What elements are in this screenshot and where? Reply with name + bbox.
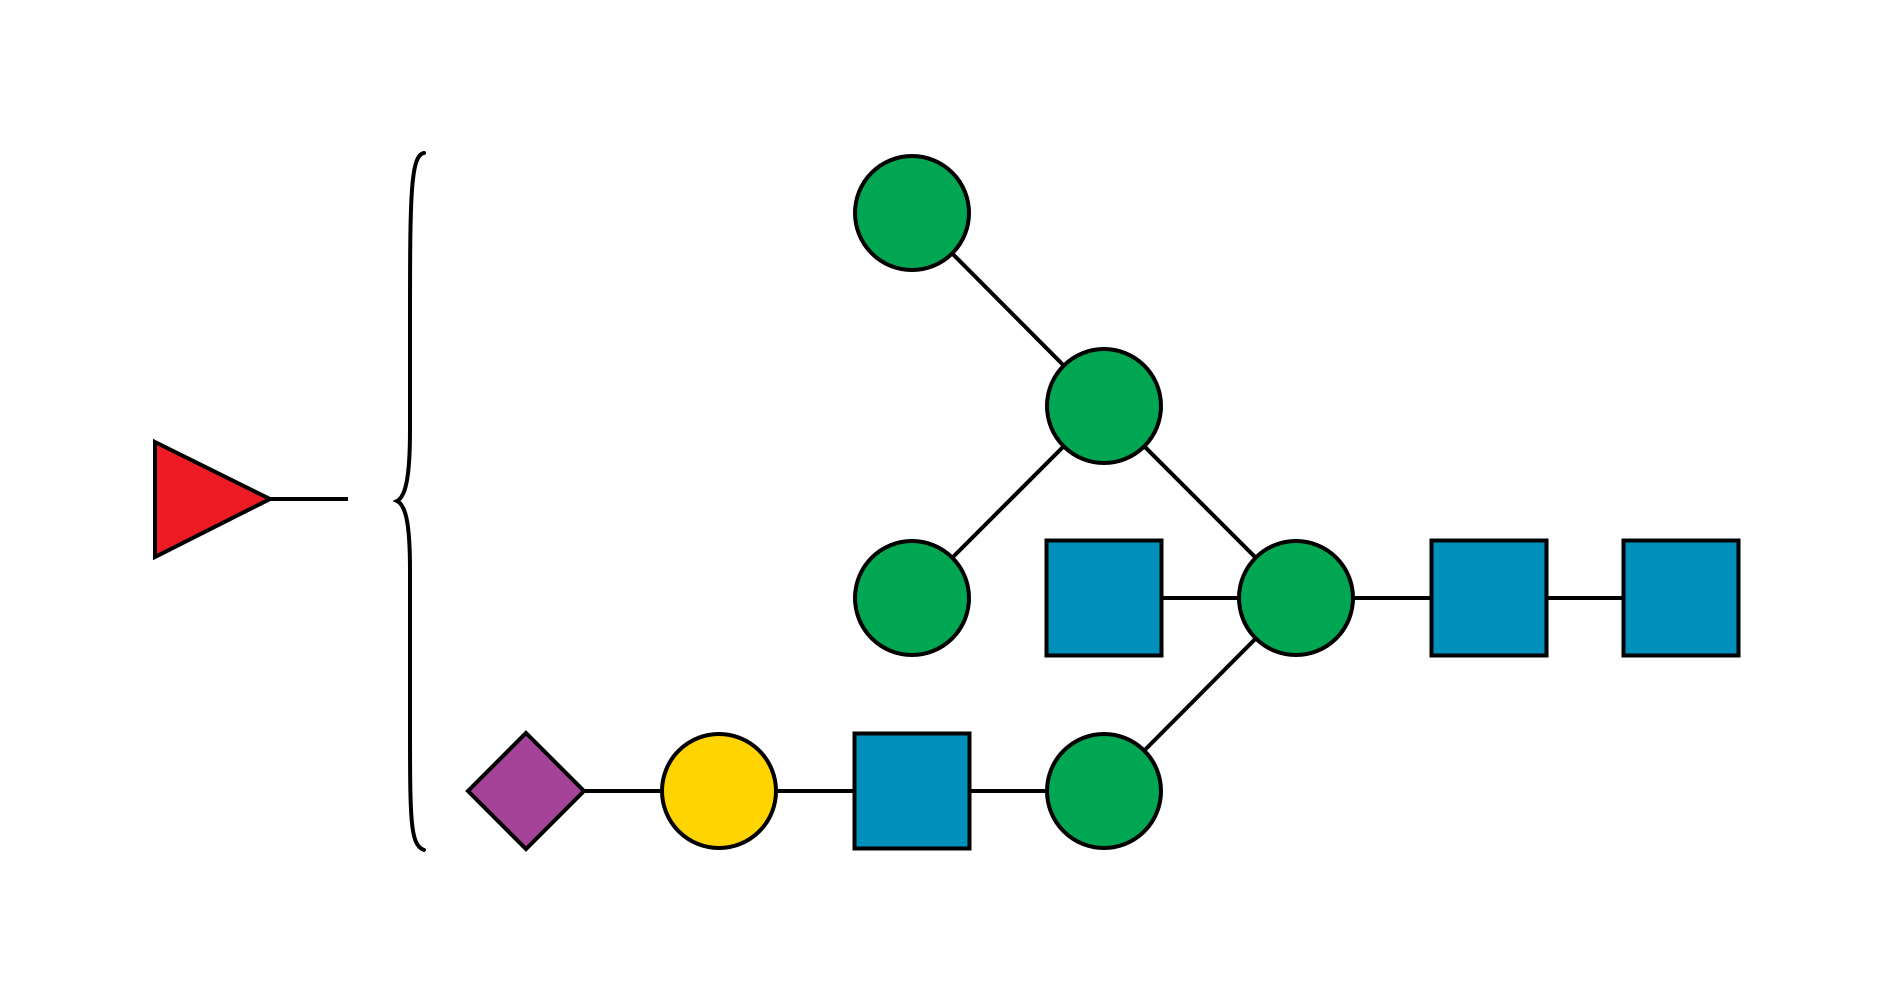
linkages: [526, 211, 1681, 793]
ambiguous-attachment-bracket: [392, 151, 426, 852]
residue-fuc-triangle: [153, 438, 275, 561]
residues: [153, 154, 1741, 852]
residue-gn-core2-square: [1621, 538, 1741, 658]
residue-m-left-circle: [853, 539, 971, 657]
residue-m-core-circle: [1237, 539, 1355, 657]
residue-m-lower-circle: [1045, 732, 1163, 850]
residue-m-top-circle: [853, 154, 971, 272]
residue-gn-core1-square: [1429, 538, 1549, 658]
residue-sia-diamond: [465, 730, 587, 852]
bracket-group: [270, 151, 426, 852]
residue-m-branch-circle: [1045, 347, 1163, 465]
residue-gn-bisect-square: [1044, 538, 1164, 658]
residue-gn-lower-square: [852, 731, 972, 851]
residue-gal-circle: [660, 732, 778, 850]
